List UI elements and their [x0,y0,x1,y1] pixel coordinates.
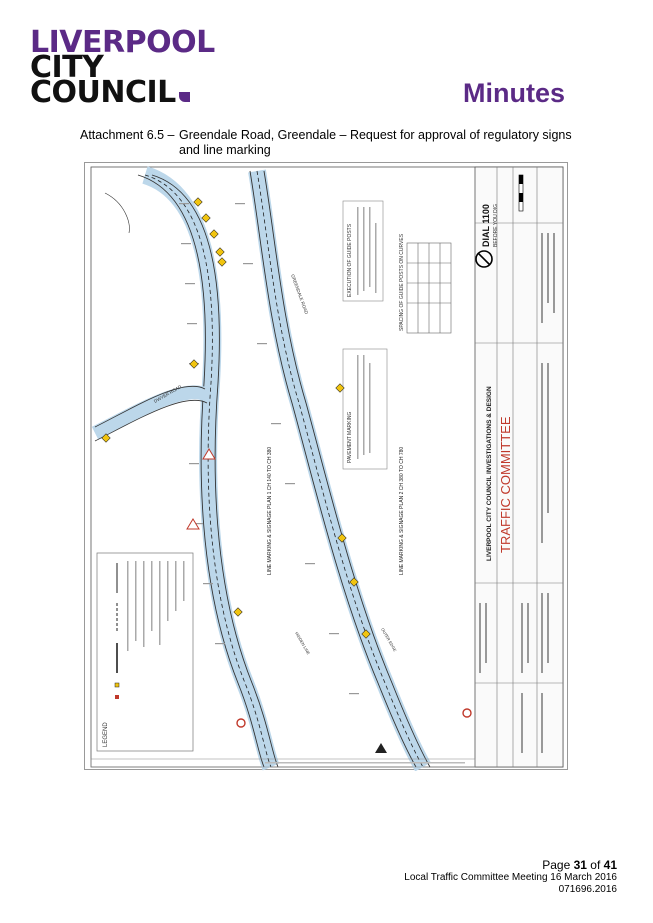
attachment-text: Greendale Road, Greendale – Request for … [179,128,572,157]
logo-mark-icon [178,92,190,102]
page-number: Page 31 of 41 [404,858,617,872]
chainage-marks [179,203,359,695]
dial-1100-label: DIAL 1100 [481,204,491,247]
logo-line-2: CITY [30,50,104,85]
page-current: 31 [573,858,587,872]
page-of: of [586,858,604,872]
document-title: Minutes [462,78,565,108]
document-reference: 071696.2016 [558,884,617,895]
no-dig-icon [475,250,493,268]
engineering-plan-drawing: LIVERPOOL CITY COUNCIL INVESTIGATIONS & … [84,162,568,771]
road-label-outer: OUTER EDGE [380,627,398,653]
road-label-greendale: GREENDALE ROAD [290,274,309,316]
council-investigations-label: LIVERPOOL CITY COUNCIL INVESTIGATIONS & … [486,386,493,561]
attachment-label: Attachment 6.5 – [80,128,175,142]
plan-title-1: LINE MARKING & SIGNAGE PLAN 1 CH 140 TO … [267,447,273,575]
plan-title-2: LINE MARKING & SIGNAGE PLAN 2 CH 380 TO … [399,447,405,575]
guide-posts-table [406,242,452,334]
page-total: 41 [603,858,617,872]
title-block: LIVERPOOL CITY COUNCIL INVESTIGATIONS & … [474,166,564,768]
meeting-name: Local Traffic Committee Meeting 16 March… [404,872,617,883]
page-footer: Page 31 of 41 Local Traffic Committee Me… [404,858,617,896]
legend-title: LEGEND [103,722,109,747]
logo-line-1: LIVERPOOL [30,25,215,60]
guide-posts-notes-title: EXECUTION OF GUIDE POSTS [347,223,353,297]
logo-line-3-text: COUNCIL [30,75,176,110]
dial-sub-label: BEFORE YOU DIG [493,204,499,247]
traffic-committee-label: TRAFFIC COMMITTEE [498,416,513,553]
pavement-marking-title: PAVEMENT MARKING [347,411,353,463]
notes-area: EXECUTION OF GUIDE POSTS PAVEMENT MARKIN… [342,200,452,470]
guide-posts-table-title: SPACING OF GUIDE POSTS ON CURVES [399,233,405,331]
legend-box: LEGEND [96,552,194,752]
attachment-heading: Attachment 6.5 – Greendale Road, Greenda… [80,128,590,158]
road-label-hidden: HIDDEN LINE [294,631,311,656]
logo-line-3: COUNCIL [30,78,215,108]
warning-signs [101,197,472,753]
plan-2-road [248,169,431,771]
plan-1-road [91,166,280,771]
council-logo: LIVERPOOL CITY COUNCIL [30,25,215,108]
page-prefix: Page [542,858,574,872]
